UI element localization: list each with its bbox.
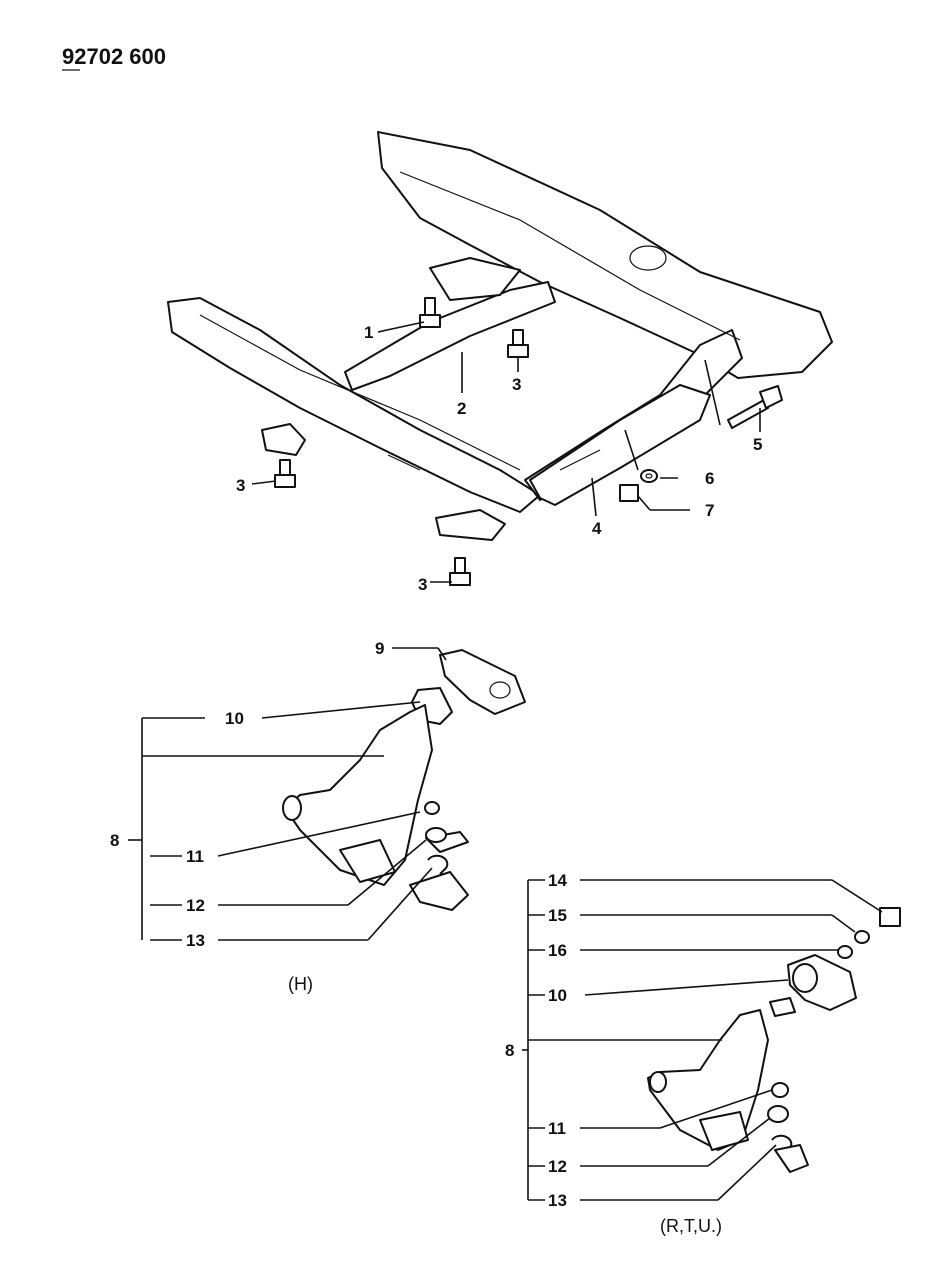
callout-4: 4 <box>592 519 602 538</box>
leader-lines-upper <box>251 321 761 583</box>
front-crossmember <box>167 131 833 541</box>
bolt-5 <box>727 385 783 429</box>
callout-5: 5 <box>753 435 762 454</box>
callout-9: 9 <box>375 639 384 658</box>
nut-7 <box>619 484 639 502</box>
callout-2: 2 <box>457 399 466 418</box>
callout-6: 6 <box>705 469 714 488</box>
callout-10b: 10 <box>548 986 567 1005</box>
callout-11a: 11 <box>186 847 204 866</box>
doc-ref: 92702 600 <box>62 44 166 69</box>
callout-15: 15 <box>548 906 567 925</box>
callout-12a: 12 <box>186 896 205 915</box>
callout-8a: 8 <box>110 831 119 850</box>
variant-label-rtu: (R,T,U.) <box>660 1216 722 1236</box>
bolt-1 <box>419 297 441 328</box>
leader-lines-h <box>128 647 447 941</box>
callout-13a: 13 <box>186 931 205 950</box>
callout-1: 1 <box>364 323 373 342</box>
lower-arm-h <box>282 649 526 911</box>
bolt-3-upper <box>507 329 529 358</box>
callout-10a: 10 <box>225 709 244 728</box>
callout-3b: 3 <box>236 476 245 495</box>
callout-3c: 3 <box>418 575 427 594</box>
lower-arm-rtu <box>647 907 901 1173</box>
callout-8b: 8 <box>505 1041 514 1060</box>
callout-16: 16 <box>548 941 567 960</box>
bolt-3-left <box>274 459 296 488</box>
callout-7: 7 <box>705 501 714 520</box>
callout-3a: 3 <box>512 375 521 394</box>
callout-12b: 12 <box>548 1157 567 1176</box>
callout-11b: 11 <box>548 1119 566 1138</box>
callout-14: 14 <box>548 871 567 890</box>
bolt-3-lower <box>449 557 471 586</box>
callout-13b: 13 <box>548 1191 567 1210</box>
leader-lines-rtu <box>522 879 883 1201</box>
variant-label-h: (H) <box>288 974 313 994</box>
washer-6 <box>640 469 658 483</box>
